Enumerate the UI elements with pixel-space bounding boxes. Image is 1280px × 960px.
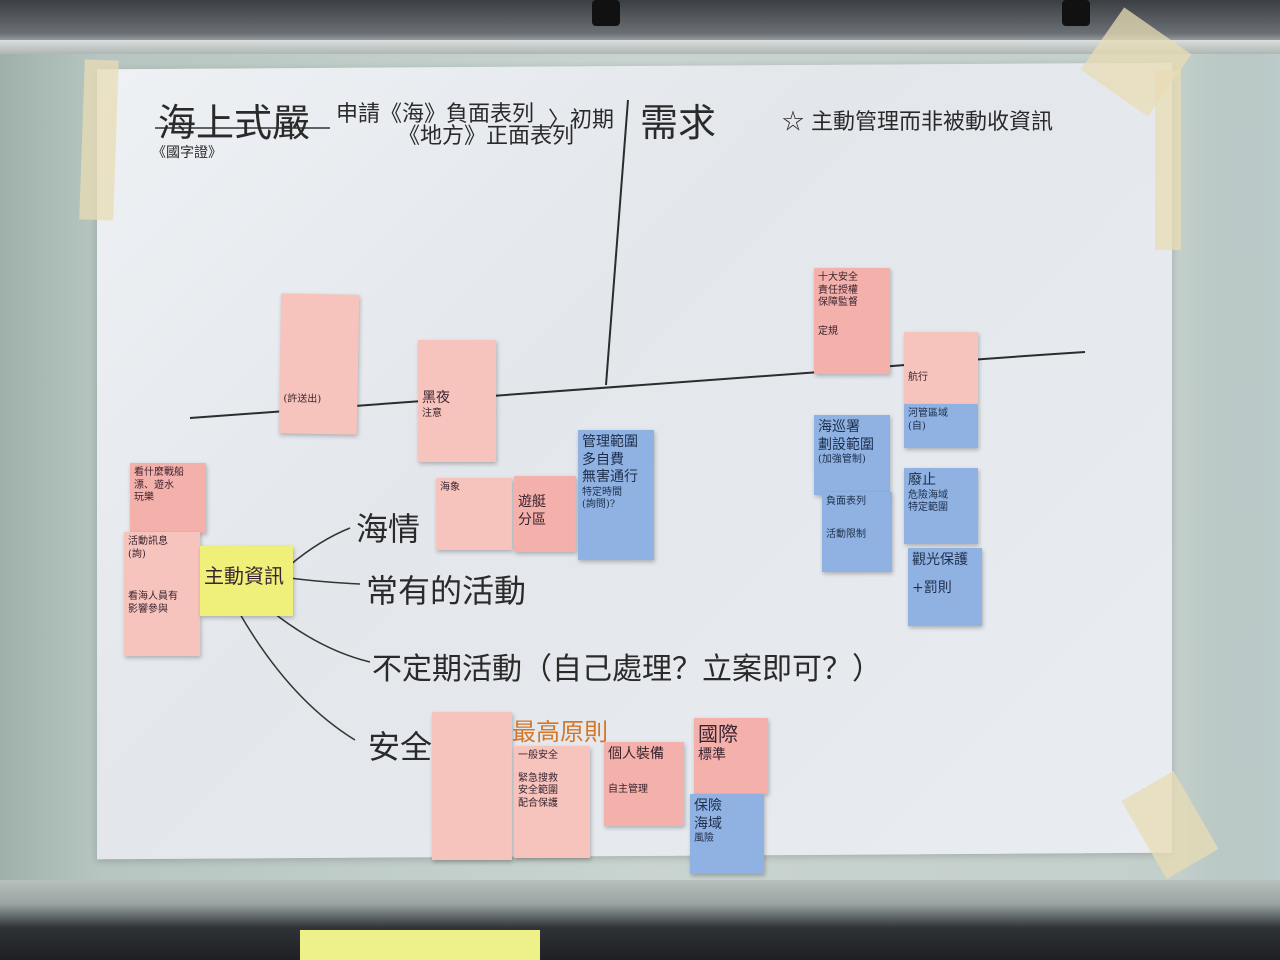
sticky-note: 黑夜 注意 — [418, 340, 496, 462]
sticky-note: 個人裝備 自主管理 — [604, 742, 684, 826]
sticky-note: 管理範圍 多自費 無害通行 特定時間 (詢問)? — [578, 430, 654, 560]
sticky-note: 遊艇 分區 — [514, 476, 576, 552]
sticky-note: 觀光保護 +罰則 — [908, 548, 982, 626]
sticky-note: 保險 海域 風險 — [690, 794, 764, 874]
branch-safety: 安全 — [368, 728, 433, 766]
ceiling-lamp — [592, 0, 620, 26]
branch-regular: 常有的活動 — [366, 572, 527, 610]
header-apply-2: 《地方》正面表列 — [398, 124, 575, 149]
sticky-note: 十大安全 責任授權 保障監督 定規 — [814, 268, 890, 374]
branch-irregular: 不定期活動（自己處理？立案即可？） — [372, 652, 882, 687]
header-apply: 申請《海》負面表列 — [336, 102, 535, 127]
whiteboard-frame-bottom — [0, 880, 1280, 960]
masking-tape — [79, 59, 119, 221]
header-title: 海上式嚴 — [158, 101, 311, 145]
sticky-note: (許送出) — [278, 293, 360, 435]
branch-sea: 海情 — [356, 510, 421, 548]
sticky-notes-pad — [300, 930, 540, 960]
masking-tape — [1155, 70, 1181, 250]
sticky-note: 河管區域 (自) — [904, 404, 978, 448]
sticky-note: 看什麼戰船 漂、遊水 玩樂 — [130, 463, 206, 533]
sticky-note — [432, 712, 512, 860]
sticky-note: 海巡署 劃設範圍 (加強管制) — [814, 415, 890, 495]
whiteboard-rail — [0, 40, 1280, 54]
window-light — [1170, 54, 1280, 884]
header-period: 〉初期 — [548, 108, 615, 133]
ceiling-lamp — [1062, 0, 1090, 26]
header-star-note: ☆ 主動管理而非被動收資訊 — [782, 110, 1053, 135]
sticky-note: 廢止 危險海域 特定範圍 — [904, 468, 978, 544]
sticky-note: 國際 標準 — [694, 718, 768, 794]
sticky-note: 活動訊息 (詢) 看海人員有 影響參與 — [124, 532, 200, 656]
sticky-note: 一般安全 緊急搜救 安全範圍 配合保護 — [514, 746, 590, 858]
header-title-sub: 《國字證》 — [152, 145, 222, 161]
branch-highest: 最高原則 — [512, 718, 608, 746]
sticky-note: 負面表列 活動限制 — [822, 492, 892, 572]
sticky-note: 海象 — [436, 478, 512, 550]
sticky-note-center: 主動資訊 — [200, 546, 293, 616]
header-demand: 需求 — [640, 101, 717, 145]
sticky-note: 航行 — [904, 332, 978, 404]
